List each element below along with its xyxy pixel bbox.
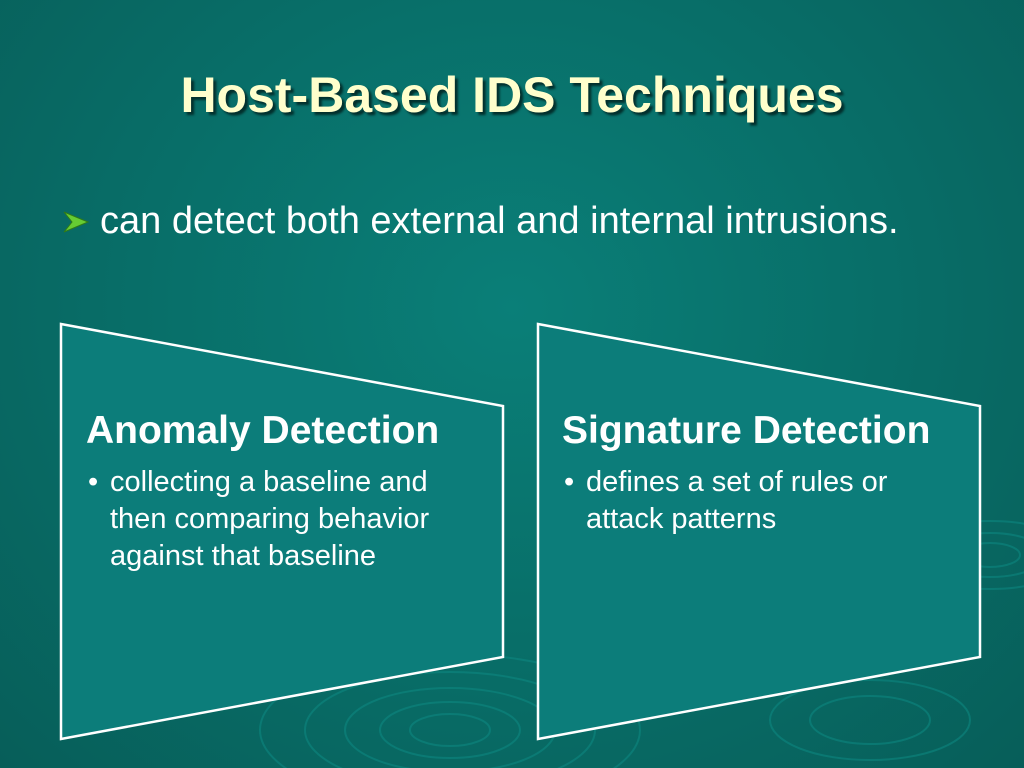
- arrow-bullet-icon: [63, 211, 90, 233]
- list-item: • defines a set of rules or attack patter…: [562, 464, 942, 538]
- anomaly-detection-list: • collecting a baseline and then comparin…: [86, 464, 486, 575]
- signature-detection-heading: Signature Detection: [562, 409, 931, 452]
- bullet-text: can detect both external and internal in…: [100, 200, 899, 242]
- anomaly-detection-box: [59, 322, 505, 741]
- slide-title: Host-Based IDS Techniques: [180, 67, 844, 123]
- anomaly-detection-content: Anomaly Detection • collecting a baseline…: [86, 408, 486, 575]
- signature-detection-box: [536, 322, 982, 741]
- signature-detection-content: Signature Detection • defines a set of ru…: [562, 408, 942, 538]
- bullet-dot-icon: •: [564, 466, 575, 498]
- list-item: • collecting a baseline and then comparin…: [86, 464, 486, 575]
- anomaly-detection-heading: Anomaly Detection: [86, 409, 440, 452]
- list-item-text: defines a set of rules or attack pattern…: [586, 466, 888, 535]
- signature-detection-list: • defines a set of rules or attack patter…: [562, 464, 942, 538]
- bullet-dot-icon: •: [88, 466, 99, 498]
- list-item-text: collecting a baseline and then comparing…: [110, 466, 430, 572]
